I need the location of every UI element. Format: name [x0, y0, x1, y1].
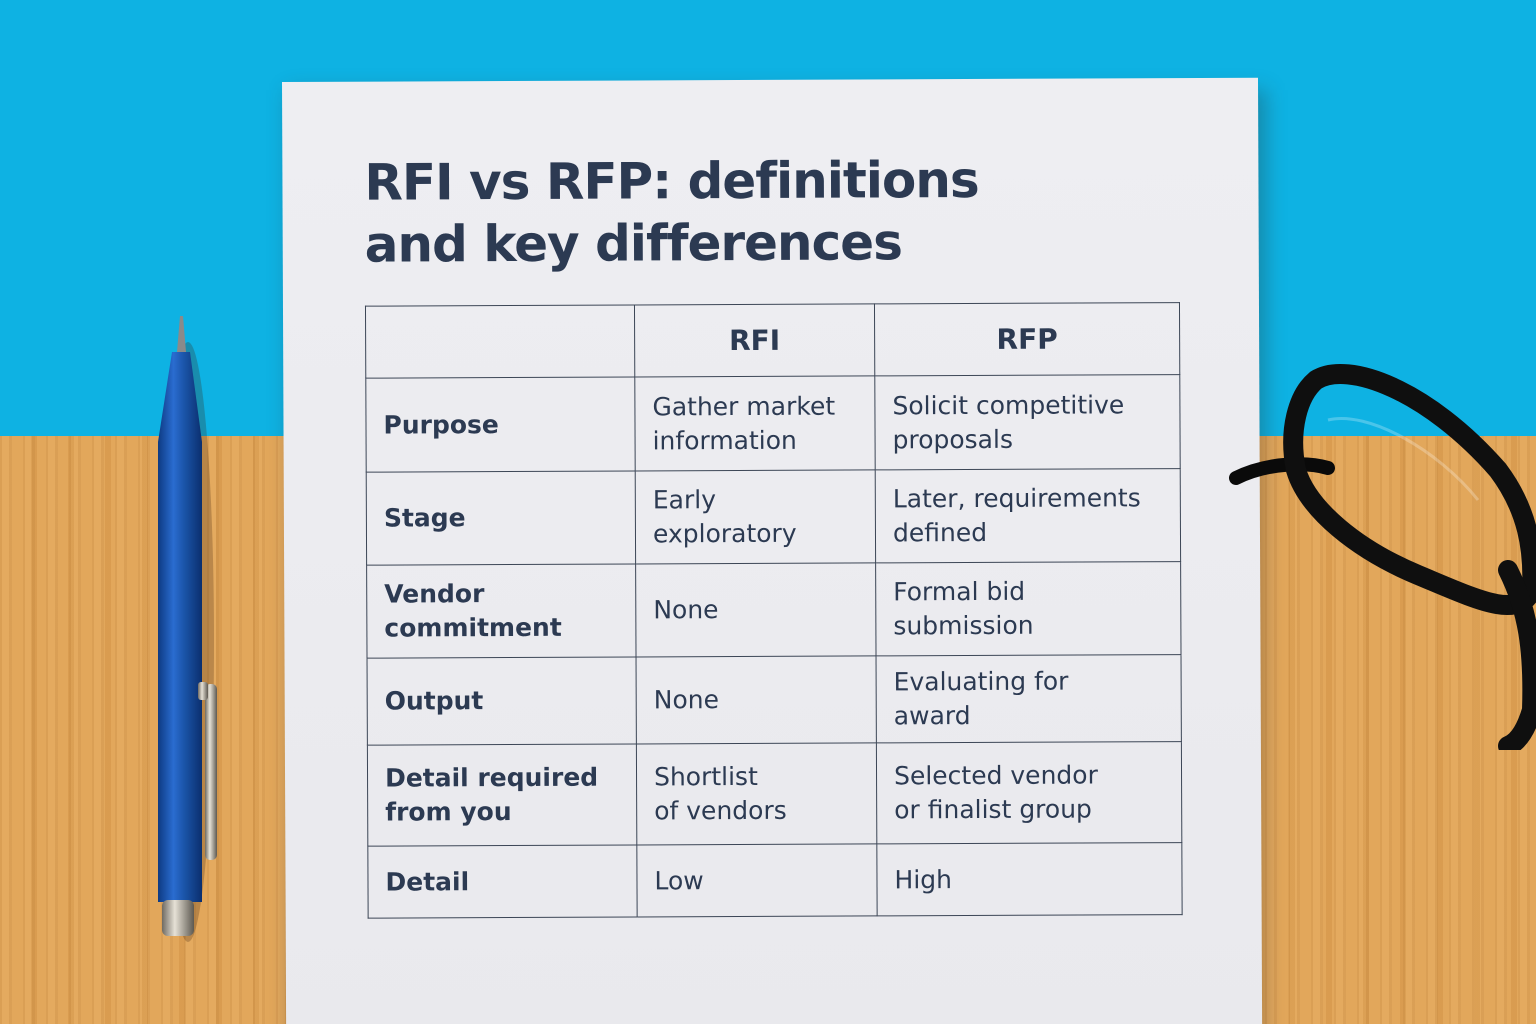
table-row: Output None Evaluating for award	[367, 654, 1182, 746]
row-label-cell: Detail required from you	[367, 743, 637, 847]
rfp-text: award	[893, 701, 971, 731]
rfi-cell: None	[635, 562, 877, 657]
table-row: Detail Low High	[367, 842, 1183, 919]
rfp-text: defined	[892, 517, 988, 548]
header-corner-cell	[365, 304, 635, 379]
rfi-text: Early	[652, 485, 717, 515]
rfi-text: of vendors	[654, 795, 787, 826]
rfp-text: Selected vendor	[893, 760, 1098, 791]
rfi-text: exploratory	[652, 518, 797, 549]
row-label-cell: Output	[367, 656, 637, 746]
rfi-text: Shortlist	[653, 761, 758, 792]
rfi-cell: Shortlist of vendors	[636, 742, 877, 845]
document-title: RFI vs RFP: definitions and key differen…	[364, 148, 1125, 275]
rfi-text: information	[652, 425, 797, 455]
rfp-cell: Selected vendor or finalist group	[876, 741, 1182, 844]
ballpoint-pen-icon	[158, 316, 217, 942]
rfp-text: proposals	[892, 424, 1014, 454]
rfi-cell: None	[636, 655, 877, 744]
header-rfp: RFP	[874, 302, 1180, 376]
rfi-text: Gather market	[652, 391, 836, 421]
rfp-text: Later, requirements	[892, 483, 1141, 514]
rfi-text: None	[653, 595, 719, 625]
rfp-cell: Formal bid submission	[875, 561, 1182, 656]
eyeglasses-icon	[1229, 364, 1536, 750]
row-label: Output	[384, 686, 484, 716]
row-label: Vendor	[384, 579, 485, 609]
row-label-cell: Vendor commitment	[366, 563, 637, 659]
rfp-text: Formal bid	[893, 576, 1026, 607]
row-label: from you	[385, 797, 512, 827]
row-label: Purpose	[383, 409, 499, 440]
rfp-text: Solicit competitive	[892, 389, 1125, 420]
table-row: Detail required from you Shortlist of ve…	[367, 741, 1182, 847]
row-label: commitment	[384, 612, 562, 643]
table-row: Purpose Gather market information Solici…	[365, 374, 1181, 473]
rfp-cell: Solicit competitive proposals	[874, 374, 1181, 470]
rfp-text: High	[894, 864, 953, 894]
title-line-2: and key differences	[364, 213, 903, 274]
rfp-cell: High	[876, 842, 1183, 916]
row-label: Detail	[385, 866, 470, 897]
title-line-1: RFI vs RFP: definitions	[364, 150, 979, 212]
document-sheet: RFI vs RFP: definitions and key differen…	[282, 77, 1263, 1024]
rfi-cell: Early exploratory	[635, 469, 876, 564]
comparison-table: RFI RFP Purpose Gather market informatio…	[365, 302, 1183, 919]
rfi-text: Low	[654, 865, 704, 895]
row-label-cell: Detail	[367, 844, 638, 919]
table-row: Stage Early exploratory Later, requireme…	[366, 468, 1181, 566]
row-label-cell: Purpose	[365, 376, 636, 473]
rfp-text: or finalist group	[894, 794, 1092, 825]
rfp-text: Evaluating for	[893, 666, 1069, 697]
rfp-cell: Evaluating for award	[876, 654, 1182, 743]
rfp-cell: Later, requirements defined	[875, 468, 1181, 563]
row-label: Detail required	[384, 762, 599, 793]
rfi-text: None	[653, 685, 719, 715]
rfi-cell: Low	[636, 843, 878, 917]
rfp-text: submission	[893, 610, 1034, 641]
row-label: Stage	[383, 503, 466, 533]
rfi-cell: Gather market information	[634, 375, 876, 471]
table-header-row: RFI RFP	[365, 302, 1180, 379]
table-row: Vendor commitment None Formal bid submis…	[366, 561, 1182, 659]
header-rfi: RFI	[634, 303, 875, 377]
row-label-cell: Stage	[366, 470, 636, 566]
